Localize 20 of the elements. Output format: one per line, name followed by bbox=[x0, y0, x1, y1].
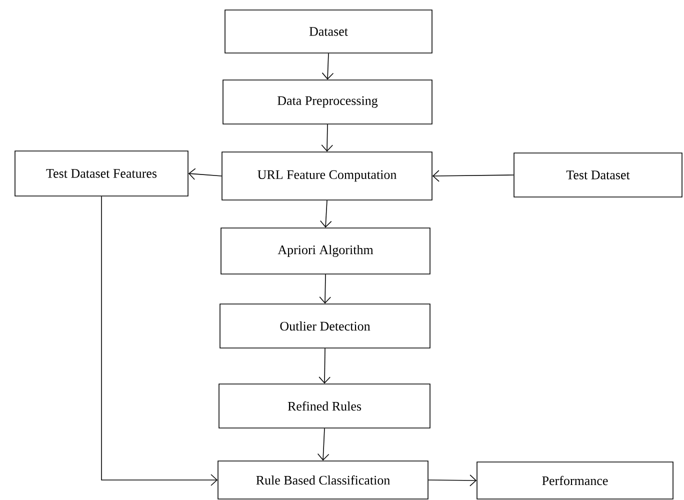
process-box: Dataset bbox=[224, 10, 432, 54]
process-box: Refined Rules bbox=[218, 384, 430, 428]
arrow bbox=[432, 170, 514, 182]
arrow bbox=[188, 168, 222, 180]
process-box: URL Feature Computation bbox=[222, 152, 432, 200]
arrow bbox=[428, 474, 477, 486]
arrow bbox=[319, 274, 332, 304]
process-box: Rule Based Classification bbox=[218, 460, 428, 500]
process-box: Test Dataset Features bbox=[14, 150, 188, 196]
arrow bbox=[317, 428, 330, 461]
arrow bbox=[320, 200, 332, 228]
process-box: Data Preprocessing bbox=[222, 80, 432, 124]
arrow bbox=[322, 53, 334, 80]
arrow bbox=[321, 124, 334, 152]
process-box: Outlier Detection bbox=[220, 304, 430, 348]
process-box: Apriori Algorithm bbox=[220, 228, 430, 274]
arrow bbox=[101, 196, 218, 486]
process-box: Performance bbox=[476, 462, 674, 500]
arrow bbox=[318, 348, 330, 384]
process-box: Test Dataset bbox=[514, 152, 682, 198]
